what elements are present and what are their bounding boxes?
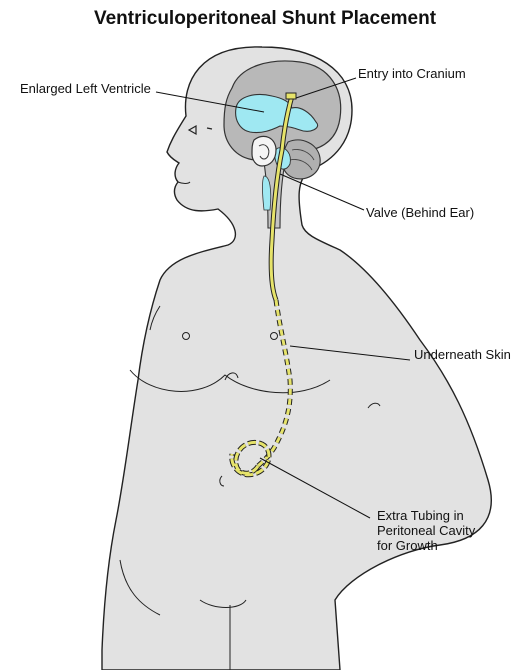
right-nipple bbox=[270, 332, 278, 340]
leader-underneath-skin bbox=[289, 345, 411, 361]
left-nipple bbox=[182, 332, 190, 340]
ear bbox=[251, 135, 277, 167]
leader-extra-tubing bbox=[259, 457, 371, 519]
lateral-ventricle bbox=[235, 93, 318, 134]
leader-valve bbox=[279, 173, 365, 211]
label-entry-cranium: Entry into Cranium bbox=[358, 66, 466, 81]
label-underneath-skin: Underneath Skin bbox=[414, 347, 511, 362]
label-valve: Valve (Behind Ear) bbox=[366, 205, 475, 220]
leader-lines bbox=[155, 77, 411, 519]
shunt-tubing bbox=[229, 92, 297, 478]
leader-enlarged-ventricle bbox=[155, 91, 265, 113]
label-enlarged-ventricle: Enlarged Left Ventricle bbox=[20, 81, 151, 96]
navel bbox=[219, 475, 225, 487]
label-extra-tubing-line3: for Growth bbox=[377, 538, 438, 553]
eye bbox=[187, 124, 197, 136]
diagram-title: Ventriculoperitoneal Shunt Placement bbox=[93, 8, 437, 29]
body-silhouette bbox=[101, 46, 492, 670]
label-extra-tubing-line1: Extra Tubing in bbox=[377, 508, 464, 523]
label-extra-tubing-line2: Peritoneal Cavity bbox=[377, 523, 476, 538]
leader-entry-cranium bbox=[295, 77, 357, 99]
